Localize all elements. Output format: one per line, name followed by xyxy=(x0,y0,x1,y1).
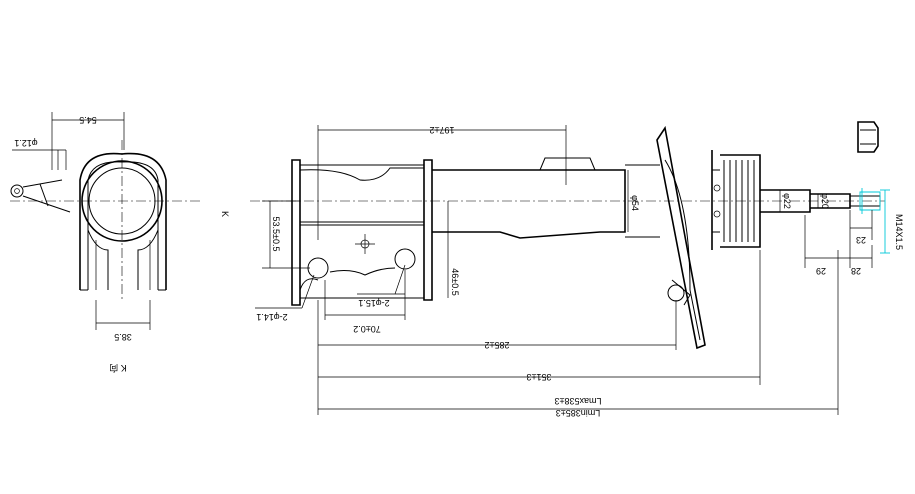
dim-len-23: 23 xyxy=(856,235,866,245)
dim-height-535: 53.5±0.5 xyxy=(271,217,281,252)
k-view: 54.5 φ12.1 38.5 K 向 K xyxy=(10,112,230,374)
dim-hole-151: 2-φ15.1 xyxy=(358,298,389,308)
dim-46: 46±0.5 xyxy=(450,268,460,295)
view-label: K 向 xyxy=(109,363,127,374)
dim-hole-141: 2-φ14.1 xyxy=(256,312,287,322)
dim-thread: M14X1.5 xyxy=(894,214,904,250)
dim-dia-22: φ22 xyxy=(782,193,792,209)
dim-len-28: 28 xyxy=(851,266,861,276)
dim-285: 285±2 xyxy=(485,340,510,350)
dim-lmax: Lmax538±3 xyxy=(555,396,602,406)
dim-len-29: 29 xyxy=(816,266,826,276)
dim-rod-dia: φ54 xyxy=(630,195,640,211)
dim-197: 197±2 xyxy=(430,125,455,135)
dim-top-dia: φ12.1 xyxy=(14,138,37,148)
dim-dia-20: φ20 xyxy=(820,193,830,209)
section-marker: K xyxy=(220,211,230,217)
dim-top-width: 54.5 xyxy=(79,115,97,125)
side-view: 197±2 285±2 351±3 Lmax538±3 Lmin385±3 70… xyxy=(250,121,904,418)
dim-hole-spacing: 70±0.2 xyxy=(353,324,380,334)
dim-lmin: Lmin385±3 xyxy=(556,408,600,418)
dim-bracket-width: 38.5 xyxy=(114,332,132,342)
dim-351: 351±3 xyxy=(527,372,552,382)
